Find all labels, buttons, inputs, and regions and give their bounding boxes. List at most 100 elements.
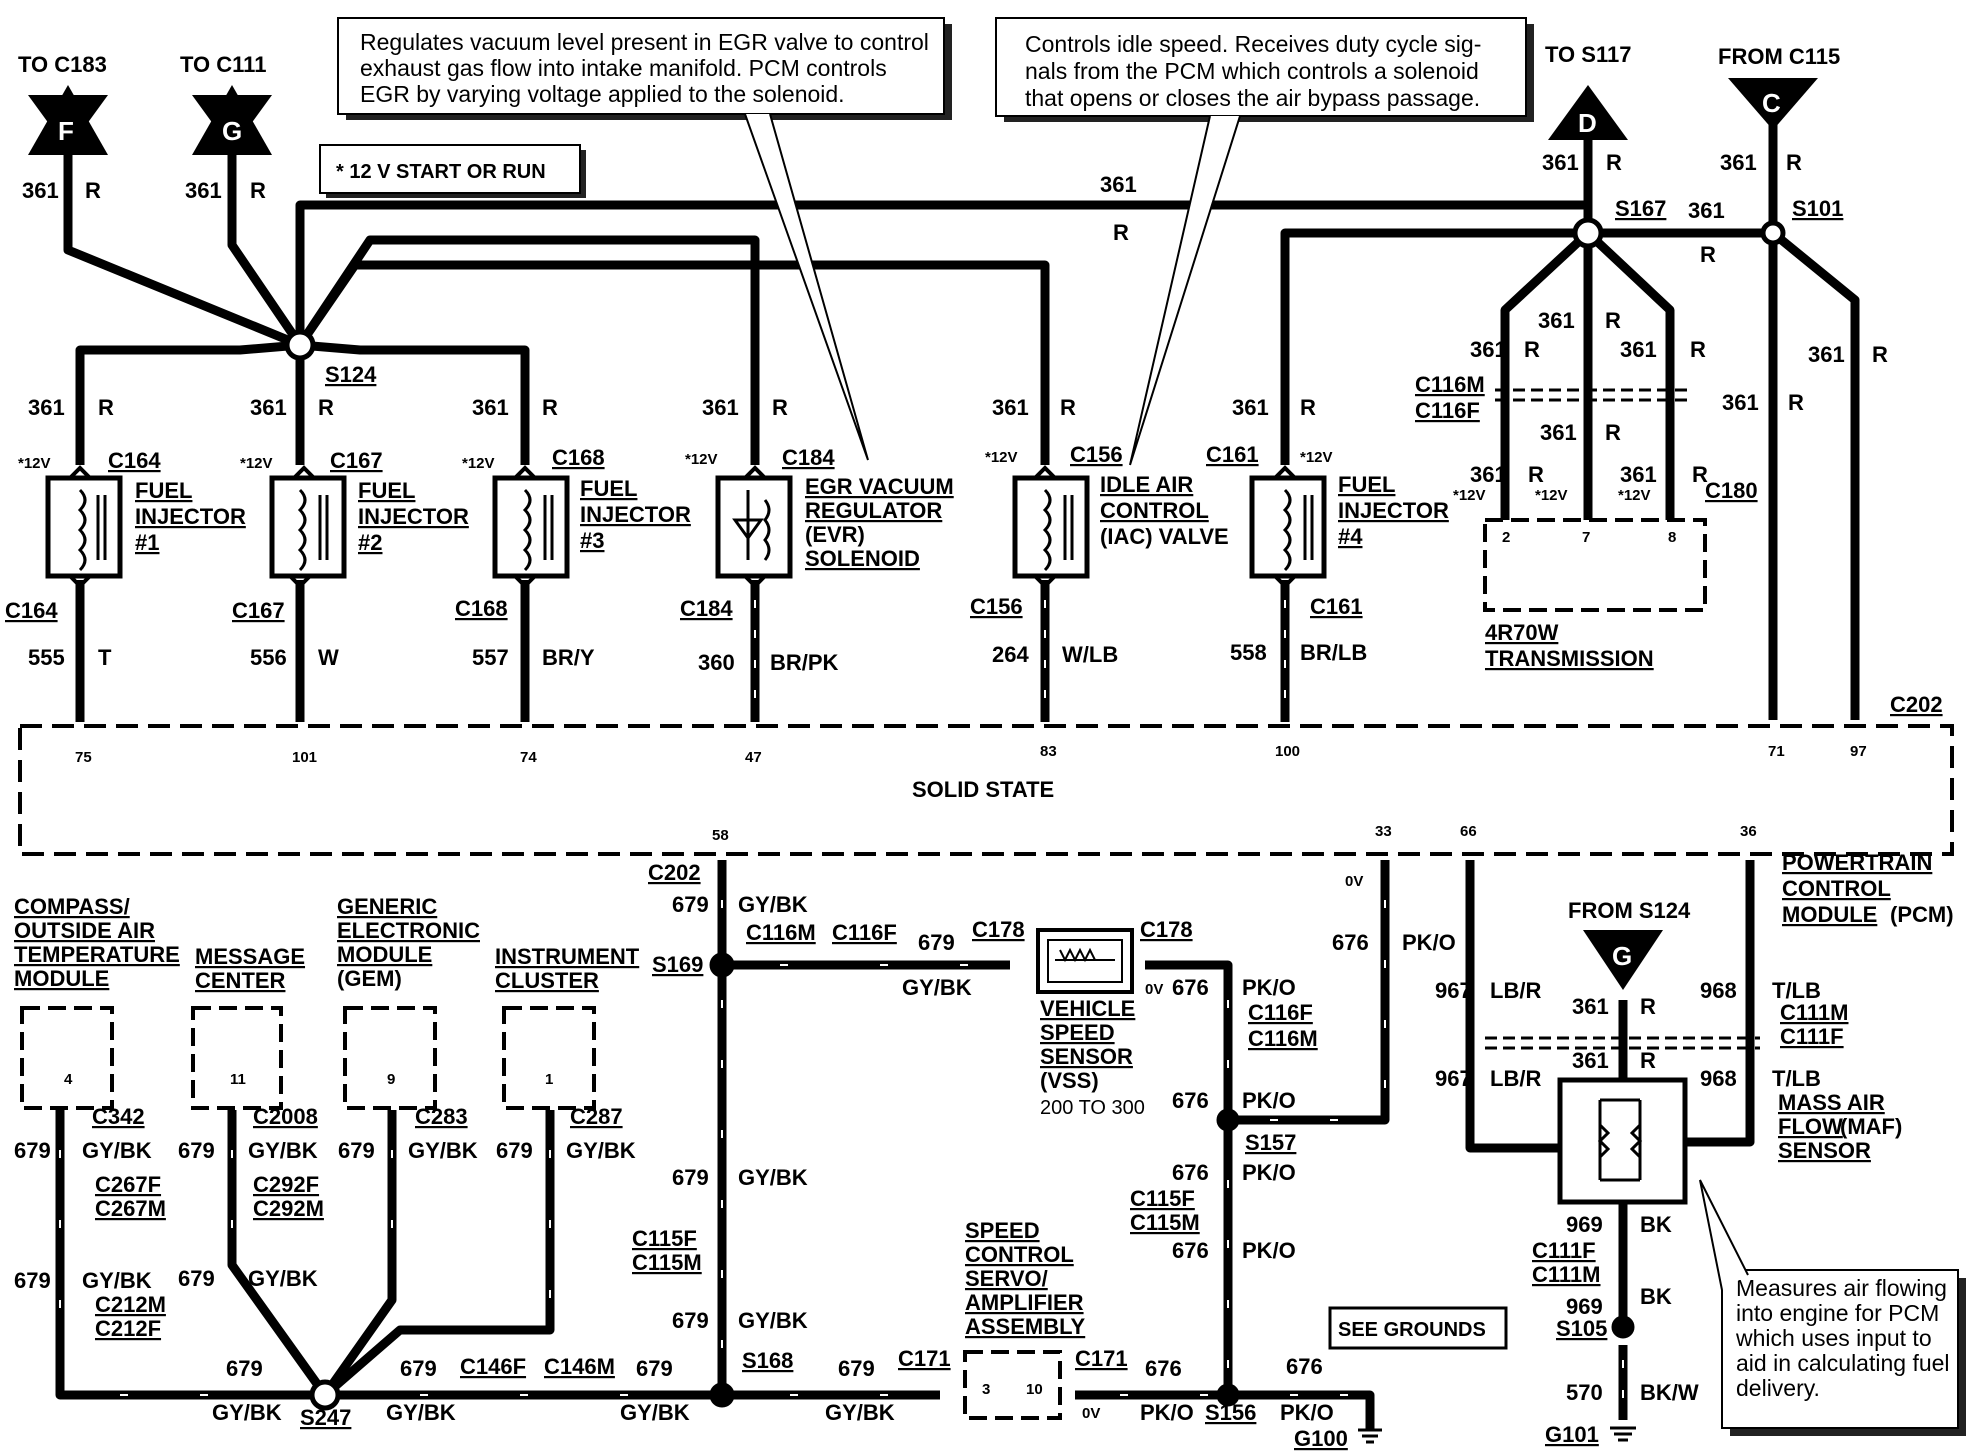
note-iac-line2: nals from the PCM which controls a solen… (1025, 58, 1479, 84)
inj4-l2: INJECTOR (1338, 498, 1449, 523)
lbl-c180: C180 (1705, 478, 1758, 503)
lbl-gybk-vss: GY/BK (902, 975, 972, 1000)
lbl-s156: S156 (1205, 1400, 1256, 1425)
maf-l4: SENSOR (1778, 1138, 1871, 1163)
wire-967 (1465, 860, 1560, 1153)
lbl-s247: S247 (300, 1405, 351, 1430)
label-to-c183: TO C183 (18, 52, 107, 77)
lbl-c116m-c: C116M (1248, 1026, 1318, 1051)
v12-inj4: *12V (1300, 449, 1333, 466)
pin-m11: 11 (230, 1071, 246, 1088)
maf-l2: FLOW (1778, 1114, 1843, 1139)
lbl-c342: C342 (92, 1104, 145, 1129)
lbl-360: 360 (698, 650, 735, 675)
lbl-wlb: W/LB (1062, 642, 1118, 667)
power-wires (63, 120, 1860, 720)
lbl-g100: G100 (1294, 1426, 1348, 1451)
inj2-l2: INJECTOR (358, 504, 469, 529)
voltage-labels: *12V *12V *12V *12V *12V *12V *12V *12V … (18, 449, 1651, 1422)
lbl-c164-top: C164 (108, 448, 161, 473)
lbl-c2008: C2008 (253, 1104, 318, 1129)
gem-l3: MODULE (337, 942, 432, 967)
wire-to-c111 (227, 135, 304, 348)
note-iac: Controls idle speed. Receives duty cycle… (995, 17, 1534, 466)
lbl-558: 558 (1230, 640, 1267, 665)
pin-58: 58 (712, 827, 729, 844)
lbl-c111m-b: C111M (1532, 1262, 1601, 1287)
wire-679-bottom (55, 1110, 722, 1400)
compass-l3: TEMPERATURE (14, 942, 180, 967)
pin-71: 71 (1768, 743, 1785, 760)
component-labels: FUEL INJECTOR #1 FUEL INJECTOR #2 FUEL I… (14, 472, 1954, 1339)
lbl-r-t4: R (1605, 420, 1621, 445)
lbl-r-d: R (1606, 150, 1622, 175)
lbl-pko-pcm: PK/O (1402, 930, 1456, 955)
lbl-r-inj3: R (542, 395, 558, 420)
lbl-pko-g100: PK/O (1280, 1400, 1334, 1425)
lbl-570: 570 (1566, 1380, 1603, 1405)
wire-361-trans2 (1500, 229, 1592, 520)
lbl-c115f-b: C115F (1130, 1186, 1195, 1211)
lbl-c115f-a: C115F (632, 1226, 697, 1251)
lbl-679-msg-b: 679 (178, 1266, 215, 1291)
box-evr (715, 475, 793, 579)
lbl-c168-bot: C168 (455, 596, 508, 621)
lbl-361-t4: 361 (1540, 420, 1577, 445)
stripe-marks (754, 600, 1286, 698)
lbl-r-c: R (1786, 150, 1802, 175)
lbl-gybk-s247r: GY/BK (386, 1400, 456, 1425)
note-egr-line1: Regulates vacuum level present in EGR va… (360, 29, 929, 55)
lbl-679-s247r: 679 (400, 1356, 437, 1381)
lbl-c171-a: C171 (898, 1346, 951, 1371)
label-from-s124: FROM S124 (1568, 898, 1691, 923)
inj3-l3: #3 (580, 528, 604, 553)
pin-74: 74 (520, 749, 537, 766)
lbl-676-pcm: 676 (1332, 930, 1369, 955)
lbl-679-gem: 679 (338, 1138, 375, 1163)
lbl-676-c: 676 (1172, 1238, 1209, 1263)
lbl-r-maf-a: R (1640, 994, 1656, 1019)
lbl-r-inj2: R (318, 395, 334, 420)
lbl-c267f: C267F (95, 1172, 161, 1197)
compass-l4: MODULE (14, 966, 109, 991)
pcm-l4: (PCM) (1890, 902, 1954, 927)
lbl-c156-bot: C156 (970, 594, 1023, 619)
lbl-676-s157: 676 (1172, 1088, 1209, 1113)
pin-t2: 2 (1502, 529, 1510, 546)
lbl-brlb: BR/LB (1300, 640, 1367, 665)
arrow-d-letter: D (1578, 108, 1597, 138)
lbl-557: 557 (472, 645, 509, 670)
lbl-c115m-a: C115M (632, 1250, 702, 1275)
ground-symbols (1358, 1426, 1636, 1444)
v12-inj3: *12V (462, 455, 495, 472)
lbl-361-f: 361 (22, 178, 59, 203)
connector-labels: C164 C164 C167 C167 C168 C168 C184 C184 … (5, 372, 1943, 1451)
iac-l3: (IAC) VALVE (1100, 524, 1229, 549)
wire-361-iac (296, 260, 1050, 465)
lbl-c111m-a: C111M (1780, 1000, 1849, 1025)
pin-66: 66 (1460, 823, 1477, 840)
lbl-c111f-a: C111F (1780, 1024, 1844, 1049)
arrow-c-letter: C (1762, 88, 1781, 118)
lbl-361-t1: 361 (1538, 308, 1575, 333)
wire-968 (1665, 860, 1755, 1147)
lbl-679-s247: 679 (226, 1356, 263, 1381)
lbl-tlb-b: T/LB (1772, 1066, 1821, 1091)
servo-l4: AMPLIFIER (965, 1290, 1084, 1315)
lbl-gybk-msg: GY/BK (248, 1138, 318, 1163)
iac-l2: CONTROL (1100, 498, 1209, 523)
vss-l2: SPEED (1040, 1020, 1115, 1045)
note-iac-line3: that opens or closes the air bypass pass… (1025, 85, 1480, 111)
wire-361-trans8 (1584, 229, 1675, 520)
lbl-pko-c: PK/O (1242, 1238, 1296, 1263)
lbl-gybk-gem: GY/BK (408, 1138, 478, 1163)
pcm-l3: MODULE (1782, 902, 1877, 927)
lbl-c267m: C267M (95, 1196, 166, 1221)
lbl-361-t2: 361 (1470, 337, 1507, 362)
solid-state: SOLID STATE (912, 777, 1054, 802)
inj1-l2: INJECTOR (135, 504, 246, 529)
gem-l4: (GEM) (337, 966, 402, 991)
lower-stripe-marks (59, 900, 1624, 1398)
inj4-l3: #4 (1338, 524, 1363, 549)
